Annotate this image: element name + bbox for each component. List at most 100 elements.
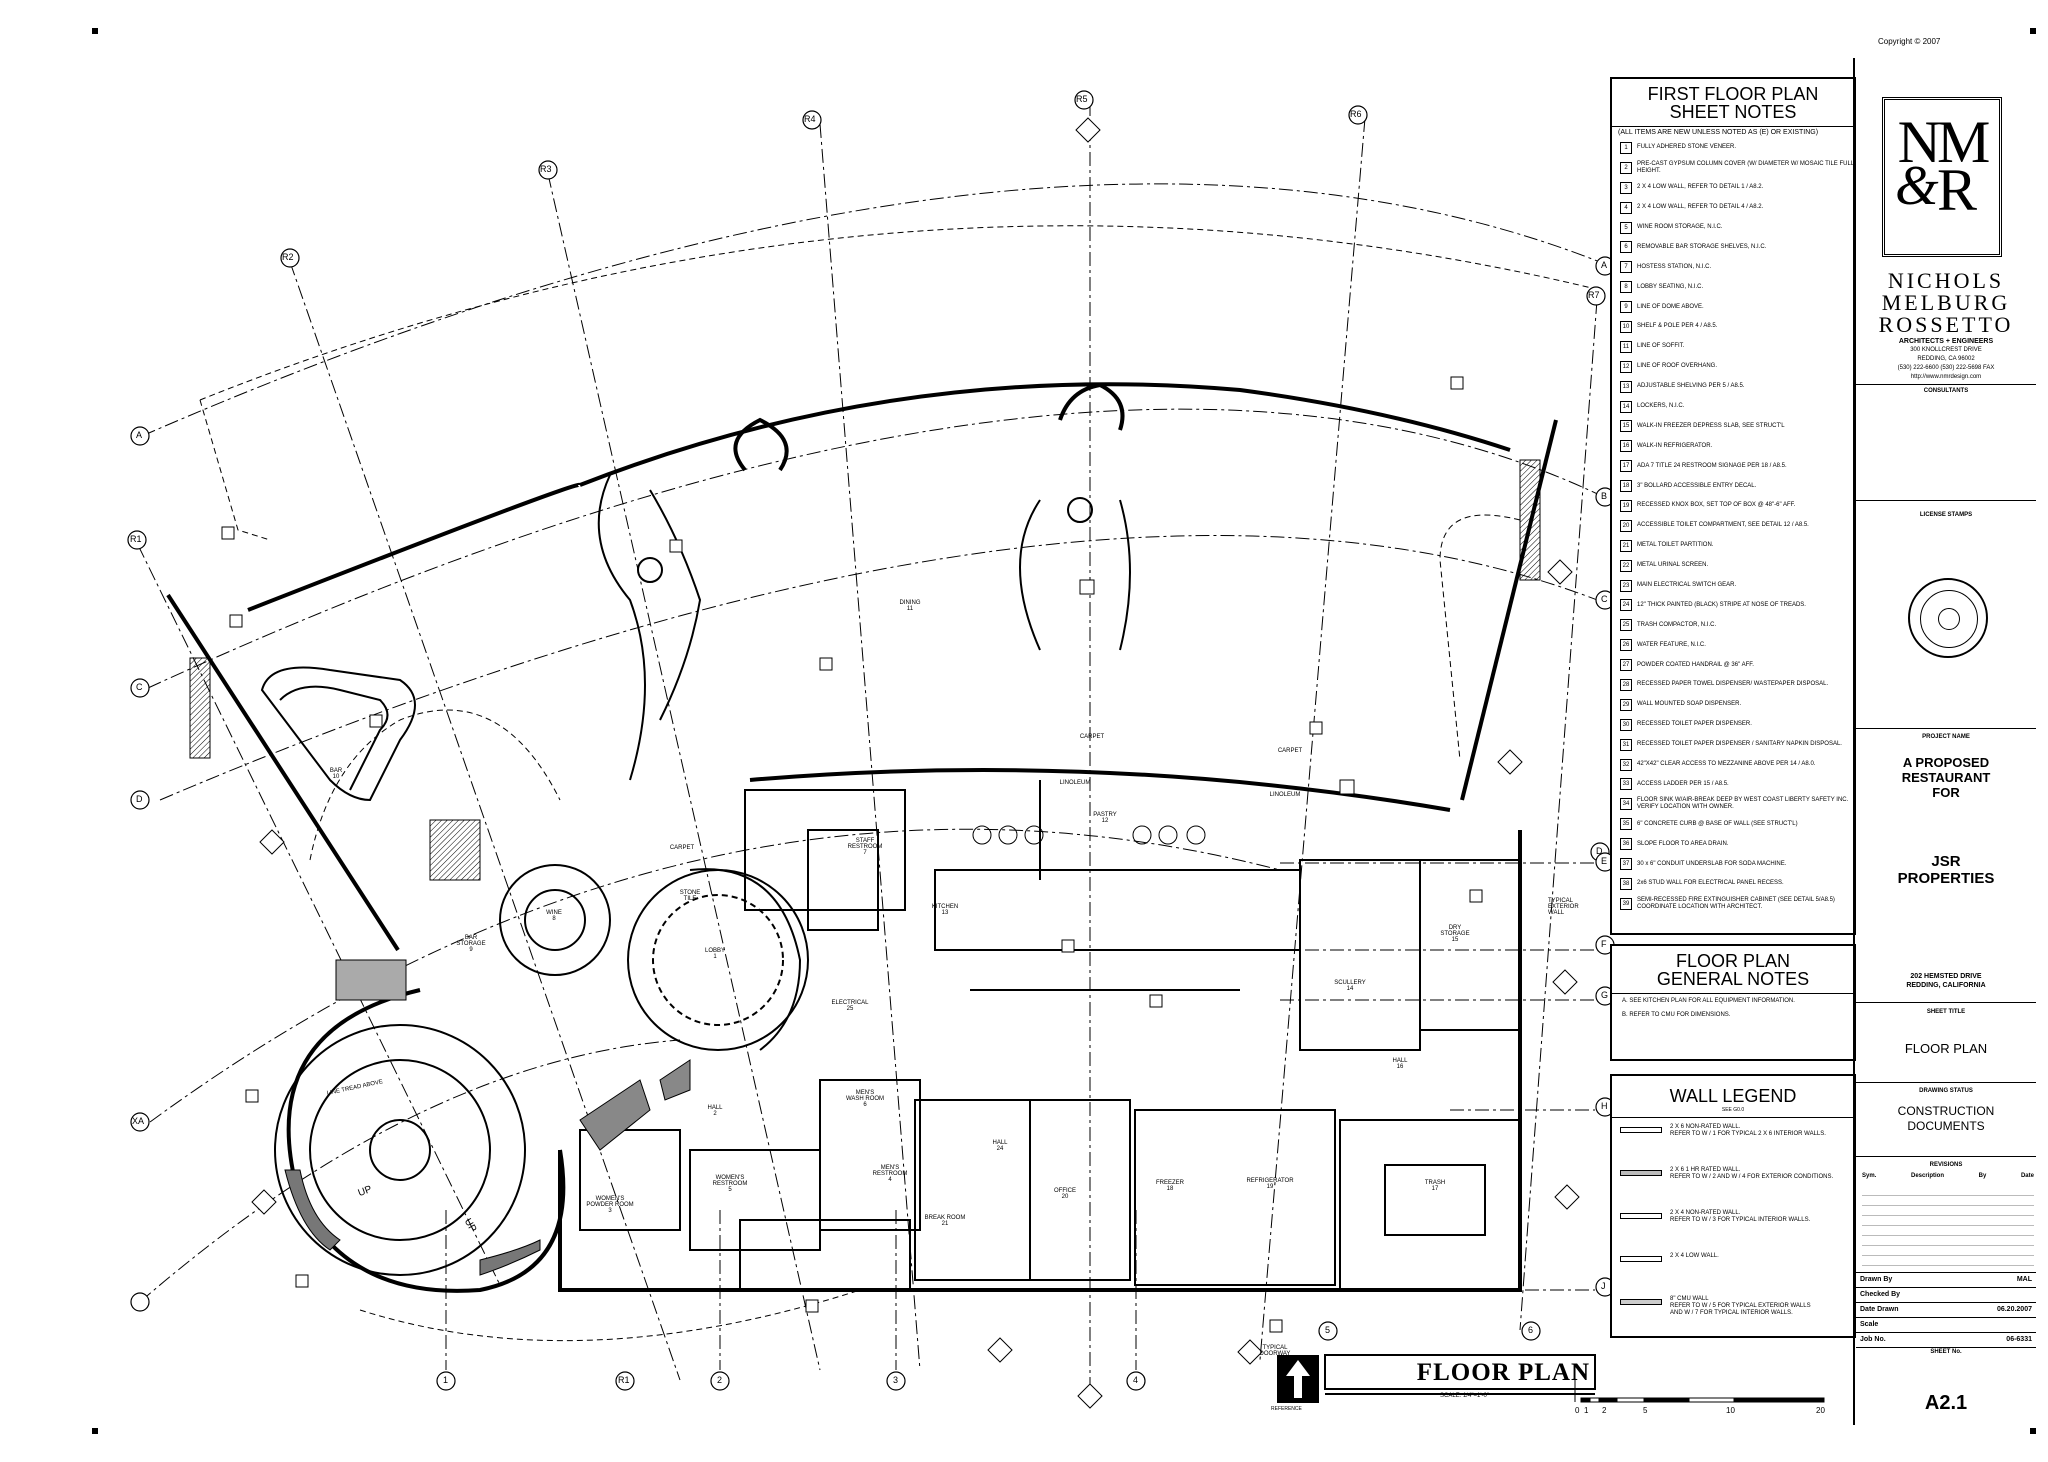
- grid-label: 2: [717, 1375, 723, 1385]
- general-note: B. REFER TO CMU FOR DIMENSIONS.: [1622, 1012, 1731, 1018]
- sheet-note-text: RECESSED TOILET PAPER DISPENSER.: [1637, 721, 1752, 728]
- wall-legend-swatch: [1620, 1127, 1662, 1133]
- sheet-note-number: 9: [1620, 301, 1632, 314]
- sheet-note-item: 24 12" THICK PAINTED (BLACK) STRIPE AT NO…: [1612, 595, 1854, 615]
- grid-label: R1: [130, 534, 142, 544]
- label-carpet: CARPET: [669, 845, 695, 851]
- sheet-note-text: LOCKERS, N.I.C.: [1637, 403, 1685, 410]
- sheet-note-number: 15: [1620, 420, 1632, 433]
- sheet-note-text: 42"X42" CLEAR ACCESS TO MEZZANINE ABOVE …: [1637, 761, 1816, 768]
- sheet-note-number: 20: [1620, 519, 1632, 532]
- wall-legend-item: 2 X 4 LOW WALL.: [1612, 1247, 1854, 1290]
- north-arrow: [1277, 1355, 1319, 1403]
- wall-legend-item: 2 X 4 NON-RATED WALL. REFER TO W / 3 FOR…: [1612, 1204, 1854, 1247]
- sheet-note-text: FLOOR SINK W/AIR-BREAK DEEP BY WEST COAS…: [1637, 797, 1849, 811]
- sheet-note-number: 1: [1620, 141, 1632, 154]
- title-block-copyright: Copyright © 2007: [1878, 37, 1941, 46]
- drawing-scale: SCALE: 1/4"=1'-0": [1440, 1393, 1489, 1399]
- wall-legend-list: 2 X 6 NON-RATED WALL. REFER TO W / 1 FOR…: [1612, 1118, 1854, 1333]
- hatched-areas: [189, 459, 1541, 1276]
- label-linoleum: LINOLEUM: [1059, 780, 1091, 786]
- drawing-title-frame: [1324, 1354, 1596, 1395]
- sheet-note-text: SHELF & POLE PER 4 / A8.5.: [1637, 323, 1718, 330]
- grid-label: D: [1596, 846, 1603, 856]
- grid-label: A: [1601, 260, 1608, 270]
- sheet-note-number: 24: [1620, 599, 1632, 612]
- project-address: 202 HEMSTED DRIVE REDDING, CALIFORNIA: [1906, 973, 1986, 989]
- sheet-note-number: 2: [1620, 161, 1632, 174]
- revisions-label: REVISIONS: [1929, 1162, 1963, 1168]
- label-carpet: CARPET: [1079, 734, 1105, 740]
- wall-legend-text: 2 X 6 1 HR RATED WALL. REFER TO W / 2 AN…: [1670, 1167, 1834, 1180]
- grid-label: R7: [1588, 290, 1600, 300]
- sheet-note-text: 12" THICK PAINTED (BLACK) STRIPE AT NOSE…: [1637, 601, 1806, 608]
- grid-bubbles: [127, 90, 1615, 1391]
- sheet-title-label: SHEET TITLE: [1926, 1009, 1966, 1015]
- wall-legend-item: 2 X 6 1 HR RATED WALL. REFER TO W / 2 AN…: [1612, 1161, 1854, 1204]
- sheet-note-number: 14: [1620, 400, 1632, 413]
- exterior-walls: [166, 382, 1558, 1293]
- section-markers: [251, 117, 1580, 1409]
- grid-label: E: [1601, 856, 1608, 866]
- sheet-note-number: 37: [1620, 858, 1632, 870]
- sheet-notes-intro: (ALL ITEMS ARE NEW UNLESS NOTED AS (E) O…: [1618, 129, 1819, 136]
- wall-legend-text: 2 X 4 LOW WALL.: [1670, 1253, 1719, 1259]
- label-linoleum: LINOLEUM: [1269, 792, 1301, 798]
- sheet-note-item: 15 WALK-IN FREEZER DEPRESS SLAB, SEE STRU…: [1612, 416, 1854, 436]
- label-typical-exterior-wall: TYPICAL EXTERIOR WALL: [1548, 898, 1579, 916]
- grid-label: R1: [618, 1375, 630, 1385]
- sheet-note-number: 10: [1620, 320, 1632, 333]
- scale-mark: 5: [1643, 1406, 1648, 1415]
- sheet-note-text: 2 X 4 LOW WALL, REFER TO DETAIL 4 / A8.2…: [1637, 204, 1764, 211]
- sheet-no-label: SHEET No.: [1930, 1349, 1962, 1355]
- sheet-title: FLOOR PLAN: [1904, 1041, 1988, 1056]
- sheet-note-text: RECESSED TOILET PAPER DISPENSER / SANITA…: [1637, 741, 1842, 748]
- sheet-note-number: 13: [1620, 380, 1632, 393]
- firm-logo: NM & R: [1882, 97, 2002, 257]
- scale-mark: 0: [1575, 1406, 1580, 1415]
- sheet-note-number: 12: [1620, 360, 1632, 373]
- label-up: UP: [461, 1216, 479, 1235]
- sheet-note-number: 7: [1620, 261, 1632, 274]
- sheet-note-number: 39: [1620, 897, 1632, 910]
- sheet-note-text: 3" BOLLARD ACCESSIBLE ENTRY DECAL.: [1637, 482, 1757, 489]
- sheet-notes-panel: FIRST FLOOR PLAN SHEET NOTES (ALL ITEMS …: [1610, 77, 1856, 935]
- title-block: [1853, 58, 1855, 1425]
- sheet-note-text: WALK-IN FREEZER DEPRESS SLAB, SEE STRUCT…: [1637, 422, 1785, 429]
- keynote-tags: [221, 376, 1483, 1333]
- wall-legend-panel: WALL LEGEND SEE G0.0 2 X 6 NON-RATED WAL…: [1610, 1074, 1856, 1338]
- grid-label: G: [1601, 990, 1609, 1000]
- sheet-note-text: 2 X 4 LOW WALL, REFER TO DETAIL 1 / A8.2…: [1637, 184, 1764, 191]
- sheet-note-text: 2x6 STUD WALL FOR ELECTRICAL PANEL RECES…: [1637, 880, 1784, 887]
- grid-label: R2: [282, 252, 294, 262]
- sheet-note-number: 16: [1620, 440, 1632, 453]
- registration-marks: [92, 28, 2036, 1434]
- graphic-scale-labels: 0 1 2 5 10 20: [1575, 1406, 1835, 1418]
- project-name-label: PROJECT NAME: [1922, 734, 1970, 740]
